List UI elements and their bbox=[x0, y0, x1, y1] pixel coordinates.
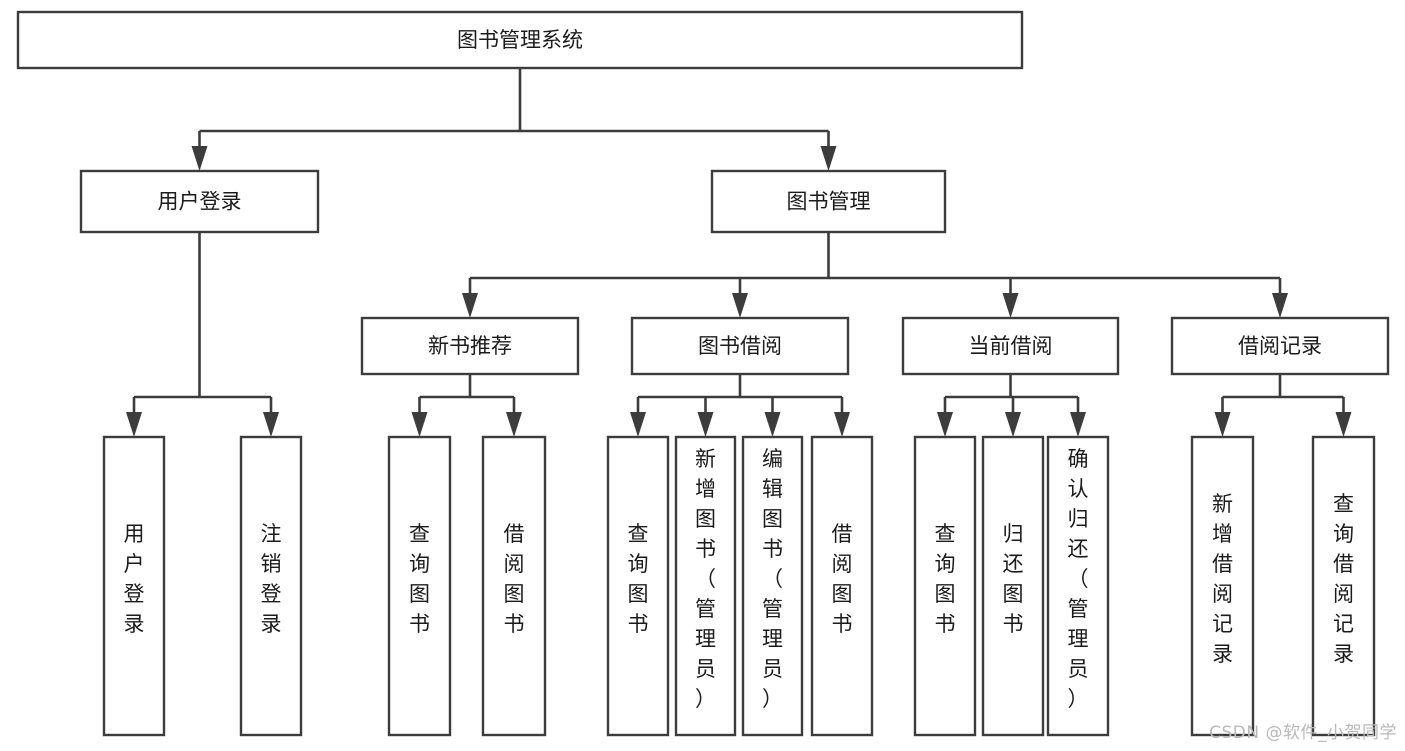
node-box-borrow-records bbox=[1170, 316, 1390, 376]
node-label-leaf-edit-book: 编辑图书（管理员） bbox=[762, 447, 783, 711]
arrow-head-icon bbox=[1335, 412, 1352, 437]
node-box-leaf-add-borrow-record bbox=[1190, 435, 1255, 737]
arrow-head-icon bbox=[1214, 412, 1231, 437]
arrow-head-icon bbox=[1002, 293, 1019, 318]
node-label-book-management: 图书管理 bbox=[787, 190, 871, 214]
node-box-leaf-borrow-book-recommend bbox=[481, 435, 547, 737]
node-root[interactable]: 图书管理系统 bbox=[16, 10, 1024, 70]
node-box-book-borrow bbox=[630, 316, 850, 376]
node-label-leaf-borrow-book-recommend: 借阅图书 bbox=[504, 522, 525, 636]
node-label-leaf-query-book-recommend: 查询图书 bbox=[409, 522, 430, 636]
node-box-leaf-add-book bbox=[674, 435, 737, 737]
node-box-leaf-query-book-recommend bbox=[387, 435, 452, 737]
node-leaf-logout[interactable]: 注销登录 bbox=[239, 435, 303, 737]
arrow-head-icon bbox=[126, 412, 142, 437]
arrow-head-icon bbox=[1070, 412, 1086, 437]
node-leaf-add-book[interactable]: 新增图书（管理员） bbox=[674, 435, 737, 737]
node-label-book-borrow: 图书借阅 bbox=[698, 334, 782, 358]
node-box-leaf-logout bbox=[239, 435, 303, 737]
arrow-head-icon bbox=[937, 412, 953, 437]
node-leaf-return-book[interactable]: 归还图书 bbox=[981, 435, 1045, 737]
node-leaf-user-login[interactable]: 用户登录 bbox=[102, 435, 166, 737]
node-label-leaf-return-book: 归还图书 bbox=[1003, 522, 1024, 636]
node-label-leaf-borrow-book: 借阅图书 bbox=[832, 522, 853, 636]
node-box-user-login bbox=[79, 169, 320, 234]
node-label-leaf-confirm-return: 确认归还（管理员） bbox=[1068, 447, 1089, 711]
node-box-leaf-confirm-return bbox=[1046, 435, 1110, 737]
arrow-head-icon bbox=[462, 293, 478, 318]
node-leaf-edit-book[interactable]: 编辑图书（管理员） bbox=[741, 435, 804, 737]
node-label-leaf-logout: 注销登录 bbox=[261, 522, 282, 636]
connector-layer bbox=[126, 68, 1352, 437]
node-label-leaf-user-login: 用户登录 bbox=[124, 522, 145, 636]
node-user-login[interactable]: 用户登录 bbox=[79, 169, 320, 234]
node-borrow-records[interactable]: 借阅记录 bbox=[1170, 316, 1390, 376]
node-box-new-book-recommend bbox=[360, 316, 580, 376]
node-box-root bbox=[16, 10, 1024, 70]
node-box-leaf-query-book-borrow bbox=[606, 435, 670, 737]
arrow-head-icon bbox=[820, 146, 837, 171]
node-new-book-recommend[interactable]: 新书推荐 bbox=[360, 316, 580, 376]
node-book-borrow[interactable]: 图书借阅 bbox=[630, 316, 850, 376]
node-box-current-borrow bbox=[901, 316, 1120, 376]
node-book-management[interactable]: 图书管理 bbox=[710, 169, 947, 234]
node-leaf-query-book-recommend[interactable]: 查询图书 bbox=[387, 435, 452, 737]
node-box-leaf-edit-book bbox=[741, 435, 804, 737]
node-label-borrow-records: 借阅记录 bbox=[1238, 334, 1322, 358]
csdn-watermark: CSDN @软件_小贺同学 bbox=[1209, 723, 1397, 743]
node-box-book-management bbox=[710, 169, 947, 234]
node-label-root: 图书管理系统 bbox=[457, 28, 583, 52]
node-leaf-borrow-book[interactable]: 借阅图书 bbox=[810, 435, 874, 737]
node-leaf-query-borrow-record[interactable]: 查询借阅记录 bbox=[1311, 435, 1376, 737]
node-label-user-login: 用户登录 bbox=[158, 190, 242, 214]
node-layer: 图书管理系统用户登录图书管理新书推荐图书借阅当前借阅借阅记录用户登录注销登录查询… bbox=[16, 10, 1390, 737]
node-leaf-confirm-return[interactable]: 确认归还（管理员） bbox=[1046, 435, 1110, 737]
arrow-head-icon bbox=[506, 412, 522, 437]
node-box-leaf-return-book bbox=[981, 435, 1045, 737]
node-leaf-add-borrow-record[interactable]: 新增借阅记录 bbox=[1190, 435, 1255, 737]
node-label-leaf-query-borrow-record: 查询借阅记录 bbox=[1333, 492, 1354, 666]
node-label-current-borrow: 当前借阅 bbox=[969, 334, 1053, 358]
arrow-head-icon bbox=[411, 412, 428, 437]
node-box-leaf-query-borrow-record bbox=[1311, 435, 1376, 737]
node-label-leaf-add-book: 新增图书（管理员） bbox=[695, 447, 716, 711]
node-box-leaf-user-login bbox=[102, 435, 166, 737]
node-leaf-query-book-current[interactable]: 查询图书 bbox=[913, 435, 977, 737]
arrow-head-icon bbox=[697, 412, 714, 437]
node-box-leaf-borrow-book bbox=[810, 435, 874, 737]
arrow-head-icon bbox=[1272, 293, 1288, 318]
node-leaf-query-book-borrow[interactable]: 查询图书 bbox=[606, 435, 670, 737]
node-label-leaf-query-book-borrow: 查询图书 bbox=[628, 522, 649, 636]
arrow-head-icon bbox=[191, 146, 208, 171]
node-leaf-borrow-book-recommend[interactable]: 借阅图书 bbox=[481, 435, 547, 737]
arrow-head-icon bbox=[834, 412, 850, 437]
arrow-head-icon bbox=[1005, 412, 1021, 437]
arrow-head-icon bbox=[764, 412, 781, 437]
node-label-leaf-add-borrow-record: 新增借阅记录 bbox=[1212, 492, 1233, 666]
arrow-head-icon bbox=[630, 412, 646, 437]
arrow-head-icon bbox=[732, 293, 748, 318]
node-label-leaf-query-book-current: 查询图书 bbox=[935, 522, 956, 636]
node-box-leaf-query-book-current bbox=[913, 435, 977, 737]
arrow-head-icon bbox=[263, 412, 279, 437]
node-current-borrow[interactable]: 当前借阅 bbox=[901, 316, 1120, 376]
node-label-new-book-recommend: 新书推荐 bbox=[428, 334, 512, 358]
